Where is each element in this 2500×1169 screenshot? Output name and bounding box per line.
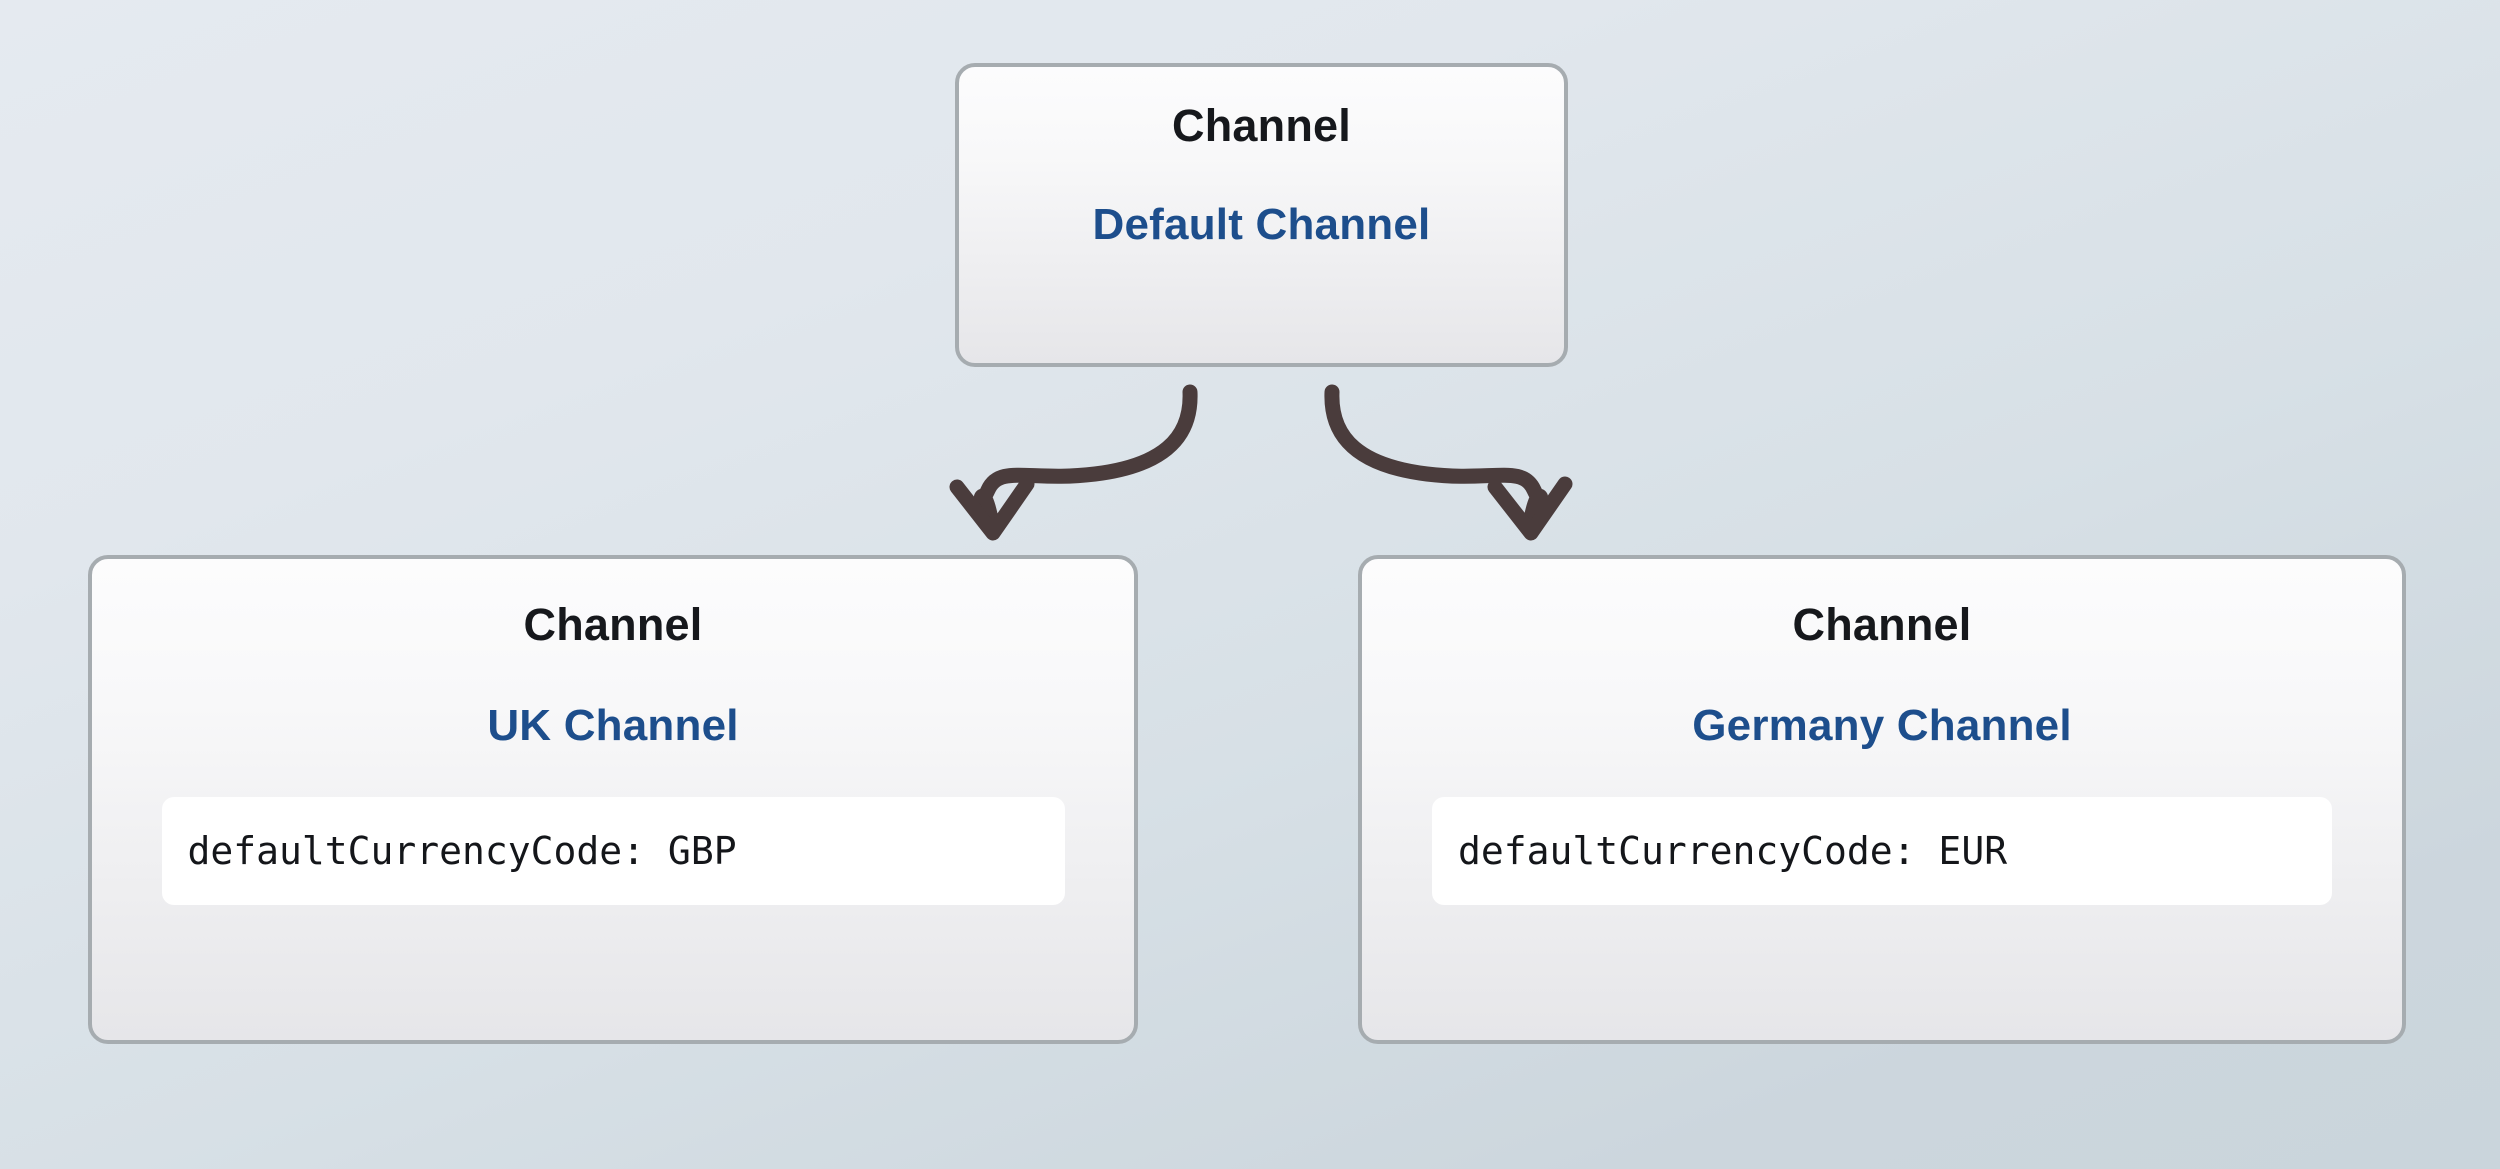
edge-root-to-uk-arrowhead	[949, 476, 1035, 541]
edge-root-to-germany-arrowhead	[1487, 476, 1573, 541]
edge-root-to-germany	[1324, 384, 1549, 532]
entity-node-default-channel[interactable]: Channel Default Channel	[955, 63, 1568, 367]
attribute-default-currency-code: defaultCurrencyCode: EUR	[1432, 797, 2332, 905]
entity-type-label: Channel	[1792, 599, 1972, 650]
entity-type-label: Channel	[1172, 100, 1351, 151]
entity-node-germany-channel[interactable]: Channel Germany Channel defaultCurrencyC…	[1358, 555, 2406, 1044]
entity-name-label: Default Channel	[1092, 200, 1431, 249]
attribute-default-currency-code: defaultCurrencyCode: GBP	[161, 797, 1065, 905]
entity-name-label: Germany Channel	[1692, 701, 2072, 750]
entity-type-label: Channel	[523, 599, 703, 650]
edge-root-to-uk	[973, 384, 1198, 532]
entity-node-uk-channel[interactable]: Channel UK Channel defaultCurrencyCode: …	[88, 555, 1138, 1044]
entity-name-label: UK Channel	[487, 701, 739, 750]
